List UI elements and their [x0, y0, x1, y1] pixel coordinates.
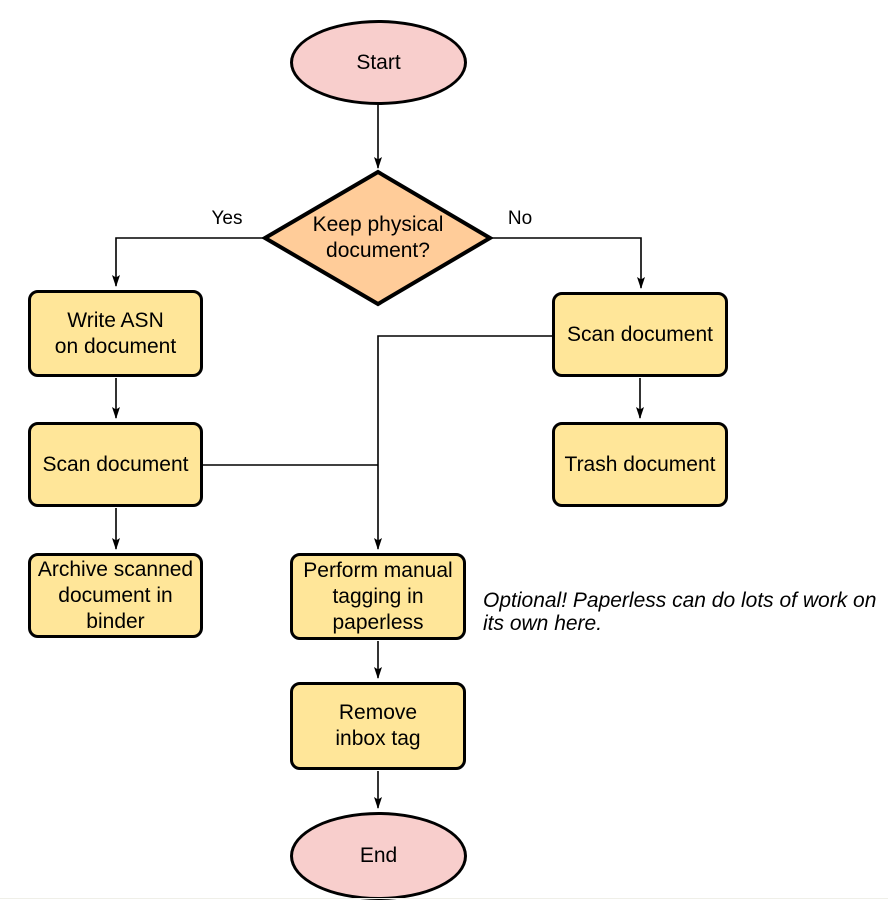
process-archive-label-line: binder: [86, 609, 145, 633]
process-write-asn-label-line: Write ASN: [67, 308, 164, 332]
decision-node: Keep physical document?: [283, 206, 473, 270]
optional-annotation-line: Optional! Paperless can do lots of work …: [483, 589, 877, 612]
decision-node-label-line: Keep physical: [312, 213, 444, 236]
edge-scan-right-to-tagging: [374, 335, 552, 550]
process-write-asn-node: Write ASN on document: [28, 290, 203, 377]
process-remove-inbox-tag-label-line: inbox tag: [335, 727, 421, 750]
start-node-label: Start: [356, 50, 401, 74]
end-node-label: End: [359, 844, 398, 867]
process-scan-document-right-label: Scan document: [567, 322, 713, 346]
process-scan-document-left-label: Scan document: [42, 452, 189, 476]
process-trash-document-node: Trash document: [552, 422, 728, 507]
decision-diamond-shape: [261, 169, 494, 307]
optional-annotation-line: its own here.: [483, 612, 603, 635]
process-remove-inbox-tag-label-line: Remove: [338, 701, 418, 724]
start-node: Start: [290, 20, 467, 105]
process-archive-node: Archive scanned document in binder: [28, 553, 203, 638]
process-scan-document-left-node: Scan document: [28, 422, 203, 507]
process-write-asn-label-line: on document: [54, 334, 177, 358]
process-archive-label-line: Archive scanned: [37, 557, 194, 581]
process-manual-tagging-node: Perform manual tagging in paperless: [290, 553, 466, 640]
process-archive-label-line: document in: [58, 583, 173, 607]
process-manual-tagging-label-line: tagging in: [332, 584, 424, 608]
process-manual-tagging-label-line: Perform manual: [303, 558, 453, 582]
end-node: End: [290, 812, 467, 900]
edge-decision-no-to-scan-right: [490, 237, 645, 289]
edge-label-yes: Yes: [211, 208, 243, 229]
edge-decision-yes-to-write-asn: [112, 237, 265, 287]
process-manual-tagging-label-line: paperless: [332, 610, 424, 634]
process-trash-document-label: Trash document: [564, 452, 716, 476]
edge-label-no: No: [507, 208, 533, 229]
optional-annotation: Optional! Paperless can do lots of work …: [483, 589, 887, 635]
process-scan-document-right-node: Scan document: [552, 292, 728, 377]
decision-node-label-line: document?: [326, 239, 430, 262]
bottom-divider: [0, 898, 888, 899]
process-remove-inbox-tag-node: Remove inbox tag: [290, 682, 466, 770]
